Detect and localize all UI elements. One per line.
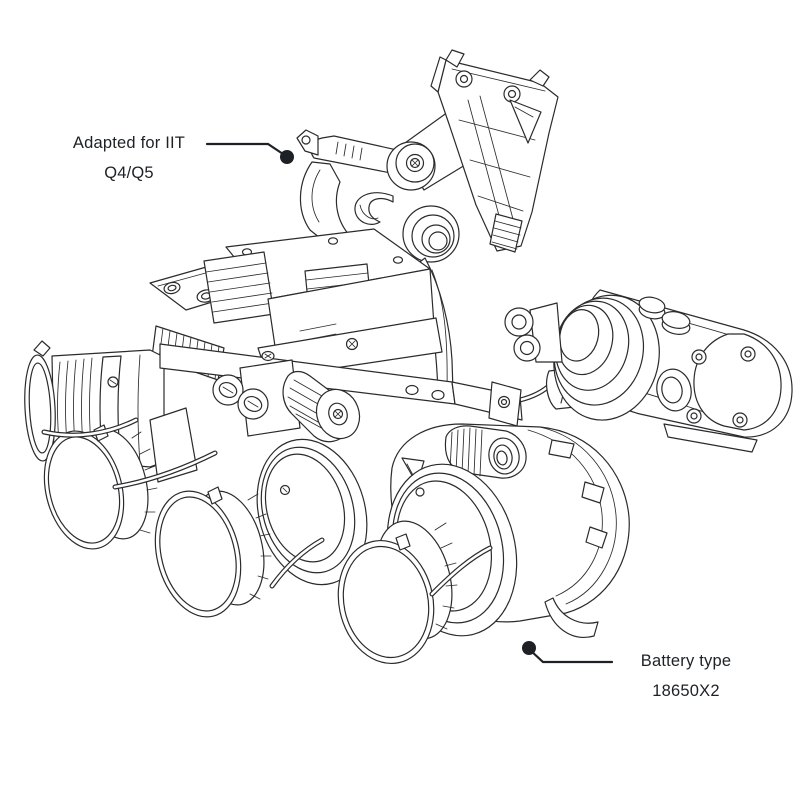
battery-pack bbox=[504, 289, 793, 453]
callout-iit-line2: Q4/Q5 bbox=[104, 164, 154, 182]
objective-tube-center-right-cap bbox=[154, 486, 325, 618]
callout-iit-line1: Adapted for IIT bbox=[72, 134, 186, 152]
callout-leader-battery bbox=[522, 641, 614, 664]
objective-tube-center-left bbox=[41, 407, 218, 550]
callout-battery-line1: Battery type bbox=[640, 652, 732, 670]
callout-dot-iit bbox=[280, 150, 294, 164]
adjustment-knobs bbox=[212, 359, 361, 443]
callout-dot-battery bbox=[522, 641, 536, 655]
callout-battery: Battery type 18650X2 bbox=[624, 646, 748, 706]
objective-tube-center-right-flange bbox=[256, 438, 368, 586]
callout-leader-iit bbox=[205, 142, 294, 164]
callout-iit: Adapted for IIT Q4/Q5 bbox=[50, 128, 208, 188]
callout-battery-line2: 18650X2 bbox=[652, 682, 720, 700]
objective-tube-outer-right bbox=[337, 423, 630, 665]
